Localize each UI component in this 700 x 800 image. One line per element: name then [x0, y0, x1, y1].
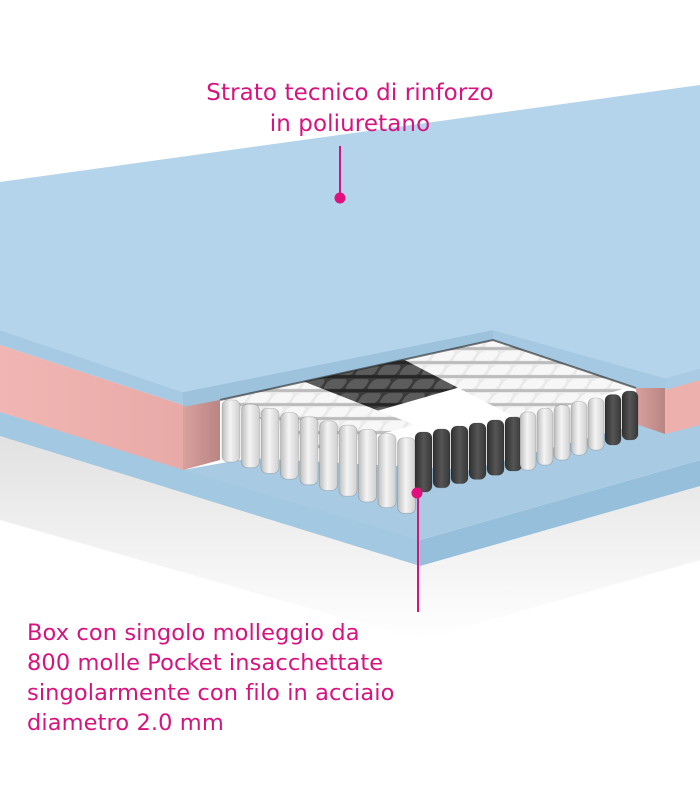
callout-top-layer-text: Strato tecnico di rinforzo in poliuretan… [150, 78, 550, 140]
top-layer-edge-left [0, 330, 183, 405]
spring-pocket [260, 407, 280, 474]
callout-top-dot [334, 192, 346, 204]
floor-shadow [0, 430, 700, 640]
top-layer-cutout-edge-right [493, 330, 665, 388]
callout-bottom-line-1: Box con singolo molleggio da [27, 620, 360, 646]
callout-bottom-line-4: diametro 2.0 mm [27, 710, 224, 736]
top-layer-surface [0, 85, 700, 392]
spring-pocket [604, 394, 622, 446]
spring-pocket [450, 425, 469, 484]
spring-pocket [299, 416, 319, 486]
spring-pocket [504, 416, 523, 472]
spring-pocket [432, 428, 451, 489]
callout-spring-box-text: Box con singolo molleggio da 800 molle P… [27, 618, 487, 738]
callout-bottom-line-2: 800 molle Pocket insacchettate [27, 650, 384, 676]
spring-pocket [377, 433, 397, 509]
comfort-layer-left [0, 345, 183, 470]
callout-top-line-1: Strato tecnico di rinforzo [206, 80, 494, 106]
spring-pockets-front [221, 390, 639, 514]
base-layer-front [0, 412, 420, 566]
comfort-layer-right-inner [636, 388, 665, 434]
spring-pocket [397, 437, 416, 514]
springs-top-light-back [395, 334, 636, 420]
spring-pocket [587, 397, 605, 451]
spring-pocket [280, 412, 299, 480]
top-layer-cutout-edge-front [183, 330, 493, 407]
top-layer-edge-right [665, 368, 700, 390]
base-layer-right-side [420, 460, 700, 566]
spring-pocket [519, 411, 537, 471]
spring-pocket [414, 431, 433, 493]
spring-pocket [221, 399, 241, 463]
spring-pocket [570, 401, 588, 456]
spring-pocket [338, 424, 358, 497]
spring-pocket [553, 404, 571, 461]
spring-pocket [358, 428, 377, 503]
spring-pocket [621, 390, 639, 441]
callout-bottom-dot [411, 487, 423, 499]
callout-top-line-2: in poliuretano [269, 111, 431, 137]
spring-pocket [536, 408, 554, 466]
callout-bottom-line-3: singolarmente con filo in acciaio [27, 680, 395, 706]
spring-pocket [319, 420, 338, 491]
spring-pocket [241, 403, 260, 469]
spring-pocket [468, 422, 487, 480]
comfort-layer-right [665, 378, 700, 434]
spring-pocket [486, 419, 505, 476]
cutout-left-wall [183, 395, 220, 470]
